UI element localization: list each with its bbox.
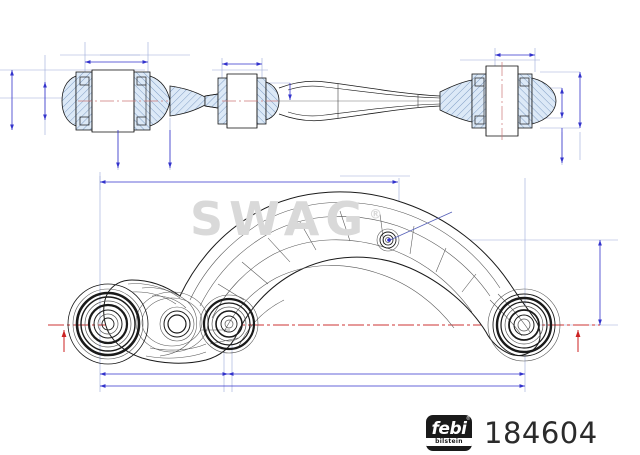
plan-dimension-arrows bbox=[100, 180, 602, 388]
pilot-hole-leader-dot bbox=[387, 238, 391, 242]
febi-wordmark: febi bbox=[431, 418, 467, 439]
upper-left-bushing bbox=[61, 69, 171, 133]
upper-arm-body bbox=[278, 80, 441, 122]
plan-red-arrows bbox=[61, 330, 581, 352]
febi-bilstein-logo: ® febi bilstein bbox=[426, 415, 472, 451]
left-bushing-bore bbox=[67, 283, 149, 365]
bilstein-wordmark: bilstein bbox=[426, 437, 472, 446]
swag-registered-mark: ® bbox=[369, 207, 383, 223]
upper-dimension-arrows bbox=[10, 53, 582, 168]
swag-watermark: SWAG® bbox=[190, 196, 382, 242]
lower-plan-view bbox=[48, 172, 618, 392]
brand-bar: ® febi bilstein 184604 bbox=[426, 415, 598, 451]
part-number: 184604 bbox=[484, 415, 598, 450]
upper-left-neck bbox=[169, 85, 206, 117]
center-bore bbox=[159, 306, 195, 342]
upper-middle-bushing bbox=[217, 73, 280, 129]
upper-left-rod bbox=[204, 93, 219, 109]
swag-watermark-text: SWAG bbox=[190, 192, 370, 246]
febi-registered-mark: ® bbox=[466, 416, 470, 422]
upper-right-neck bbox=[439, 79, 473, 123]
inner-bushing-bore bbox=[199, 294, 259, 354]
upper-right-bushing bbox=[471, 62, 557, 140]
ball-joint-bore bbox=[487, 288, 561, 362]
upper-sectional-view bbox=[0, 42, 582, 170]
control-arm-body bbox=[103, 191, 541, 364]
pilot-hole-leader-line bbox=[389, 211, 453, 241]
